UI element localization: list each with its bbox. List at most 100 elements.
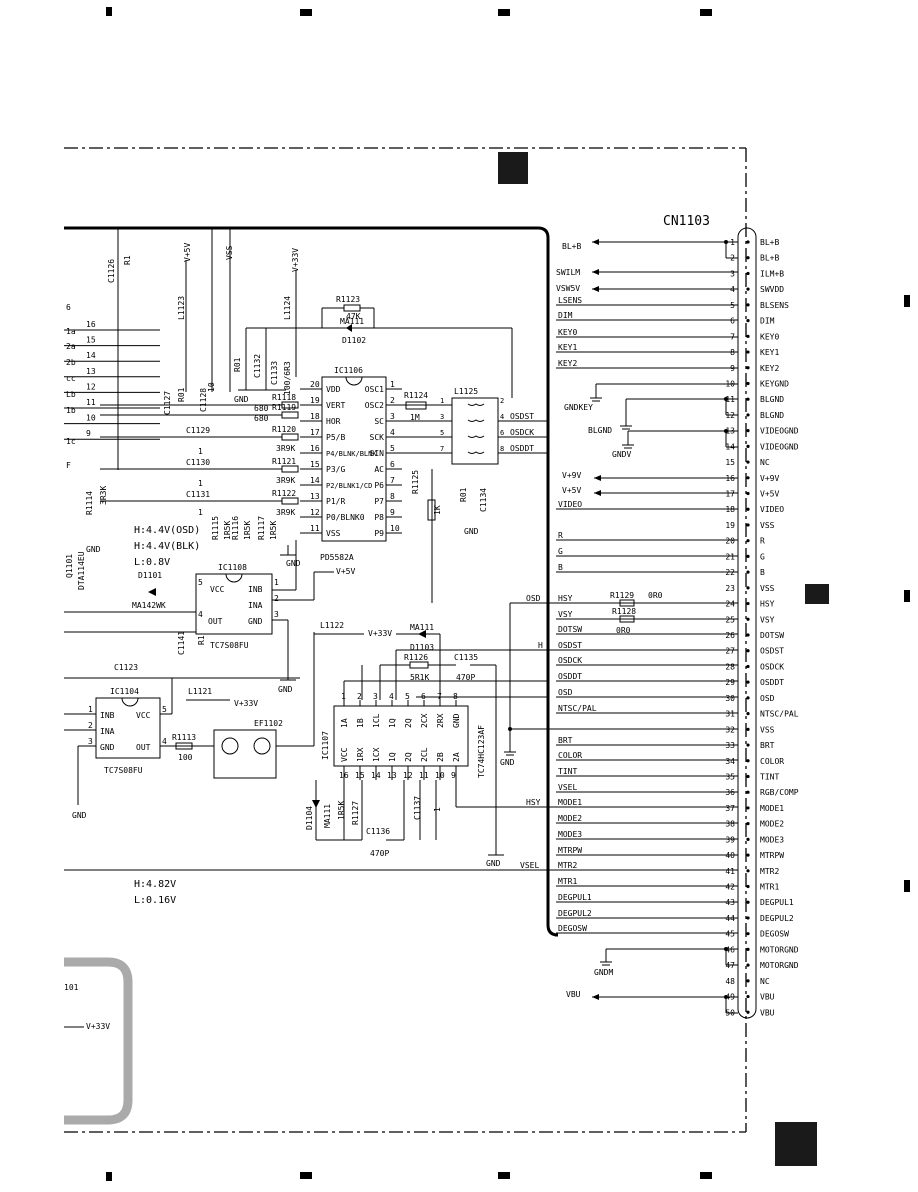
connector-pin-name: VSS — [760, 584, 775, 593]
connector-pin-dot — [746, 460, 750, 464]
l1125-pin2: 2 — [500, 397, 504, 405]
c1136-value: 470P — [370, 849, 389, 858]
left-edge-pin-number: 15 — [86, 336, 96, 345]
ic1106-right-pin-number: 7 — [390, 476, 395, 485]
net-hsy-side: HSY — [526, 798, 541, 807]
arrows — [508, 239, 728, 1000]
connector-pin-name: MTR1 — [760, 883, 779, 892]
connector-pin-name: VIDEOGND — [760, 442, 799, 451]
ic1108-name: IC1108 — [218, 563, 247, 572]
top-left-wiring — [117, 228, 231, 470]
connector-pin-dot — [746, 413, 750, 417]
ic1106-left-pin-name: P5/B — [326, 433, 345, 442]
bus-border — [64, 226, 559, 937]
r1126-symbol — [409, 661, 429, 669]
ic1106-left-pin-number: 19 — [310, 396, 320, 405]
ic1108-pin5: 5 — [198, 578, 203, 587]
connector-pin-name: KEY1 — [760, 348, 779, 357]
net-g: G — [558, 547, 563, 556]
connector-pin-name: BRT — [760, 741, 775, 750]
net-vsel: VSEL — [558, 783, 577, 792]
connector-pin-number: 8 — [730, 348, 735, 357]
ic1107-part: TC74HC123AF — [477, 725, 486, 778]
connector-pin-number: 33 — [725, 741, 735, 750]
input-resistor-value: 680 — [254, 414, 269, 423]
ic1104-gnd: GND — [100, 743, 115, 752]
connector-pin-dot — [746, 507, 750, 511]
connector-pin-name: DIM — [760, 317, 775, 326]
connector-pin-dot — [746, 664, 750, 669]
input-resistor-label: R1119 — [272, 403, 296, 412]
connector-pin-dot — [746, 381, 750, 386]
ic1107-bottom-pin-number: 9 — [451, 771, 456, 780]
net-osddt: OSDDT — [558, 672, 582, 681]
l1125-osdck: OSDCK — [510, 428, 534, 437]
v33-top-label: V+33V — [291, 248, 300, 272]
connector-pin-name: V+5V — [760, 490, 779, 499]
r01-label-3: R01 — [177, 387, 186, 402]
ic1106-left-pin-number: 11 — [310, 524, 320, 533]
connector-pin-name: KEYGND — [760, 379, 789, 388]
net-color: COLOR — [558, 751, 582, 760]
ic1104-pin5: 5 — [162, 705, 167, 714]
l1125-label: L1125 — [454, 387, 478, 396]
connector-pin-name: VBU — [760, 1008, 775, 1017]
ic1107-top-pin-name: 2RX — [436, 713, 445, 728]
ic1104-part: TC7S08FU — [104, 766, 143, 775]
blgnd-label: BLGND — [588, 426, 612, 435]
ic1106-left-pin-number: 15 — [310, 460, 320, 469]
connector-wiring — [509, 241, 738, 1014]
connector-pin-number: 3 — [730, 269, 735, 278]
gnd-label-c1134: GND — [464, 527, 479, 536]
r1127-value: 1R5K — [337, 801, 346, 820]
connector-pin-number: 32 — [725, 725, 735, 734]
connector-pin-dot — [746, 334, 750, 338]
connector-pin-name: NC — [760, 977, 770, 986]
connector-pin-name: NTSC/PAL — [760, 710, 799, 719]
connector-pin-number: 38 — [725, 820, 735, 829]
ic1107-top-pin-name: 2CX — [420, 713, 429, 728]
ic1106-right-pin-number: 1 — [390, 380, 395, 389]
ic1106-right-pin-name: P6 — [374, 481, 384, 490]
left-edge-pin-number: 11 — [86, 398, 96, 407]
connector-pin-dot — [746, 444, 750, 448]
input-resistor-value: 3R9K — [276, 444, 295, 453]
connector-pin-number: 36 — [725, 788, 735, 797]
net-osd: OSD — [558, 688, 573, 697]
ic1106-left-pin-number: 20 — [310, 380, 320, 389]
connector-pin-dot — [746, 601, 750, 606]
net-degosw: DEGOSW — [558, 924, 587, 933]
connector-pin-dot — [746, 806, 750, 810]
ic1107-top-pin-number: 8 — [453, 692, 458, 701]
r1117-value: 1R5K — [269, 521, 278, 540]
ic1106-left-pin-number: 12 — [310, 508, 320, 517]
l1123-label: L1123 — [177, 296, 186, 320]
c1123-label: C1123 — [114, 663, 138, 672]
d1101-label: D1101 — [138, 571, 162, 580]
connector-pin-number: 34 — [725, 757, 735, 766]
connector-pin-name: G — [760, 552, 765, 561]
l1121-label: L1121 — [188, 687, 212, 696]
connector-pin-dot — [746, 554, 750, 559]
connector-title: CN1103 — [663, 214, 710, 229]
connector-pin-number: 20 — [725, 537, 735, 546]
ic1107-top-pin-name: 1A — [340, 718, 349, 728]
connector-pin-name: MODE2 — [760, 820, 784, 829]
connector-pin-number: 45 — [725, 930, 735, 939]
ic1104-out: OUT — [136, 743, 151, 752]
connector-pin-number: 42 — [725, 883, 735, 892]
v33-l1122-label: V+33V — [368, 629, 392, 638]
ic1108-pin1: 1 — [274, 578, 279, 587]
connector-pin-dot — [746, 633, 750, 637]
connector-pin-number: 40 — [725, 851, 735, 860]
ic1106-right-pin-name: P7 — [374, 497, 384, 506]
net-hsy: HSY — [558, 594, 573, 603]
r1117-label: R1117 — [257, 516, 266, 540]
l1125-pin1: 1 — [440, 397, 444, 405]
left-net-lb: Lb — [66, 390, 76, 399]
net-osdck: OSDCK — [558, 656, 582, 665]
ic1106-left-pin-name: P3/G — [326, 465, 345, 474]
gnd-label-ic1107: GND — [486, 859, 501, 868]
